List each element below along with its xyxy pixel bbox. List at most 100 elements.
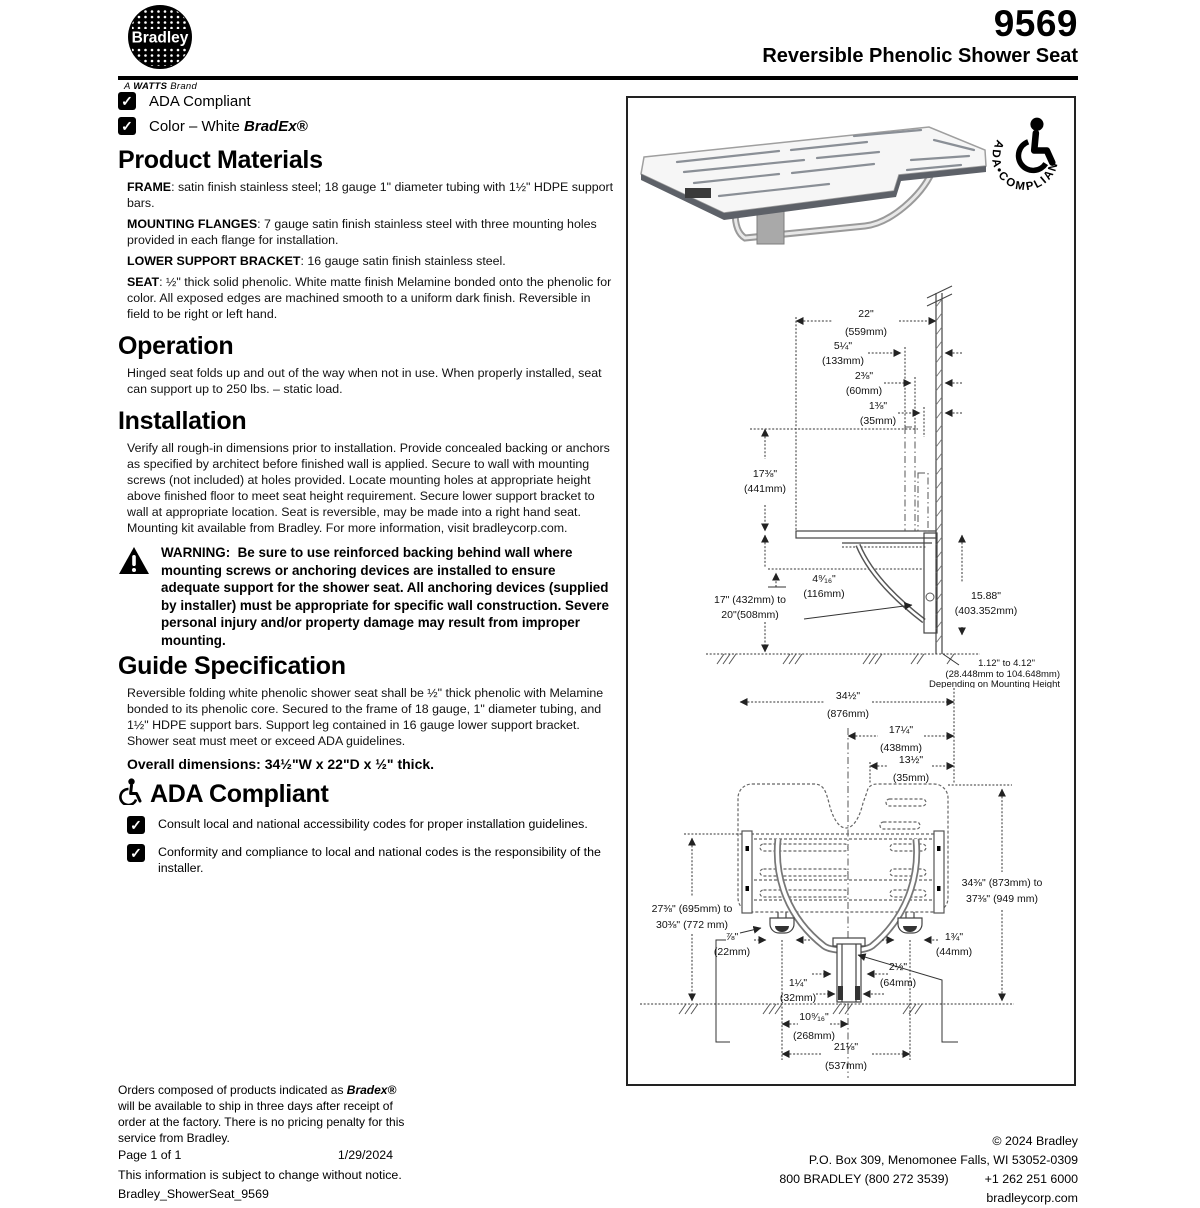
dim-underside-1: 27⅜" (695mm) to: [652, 903, 733, 915]
dim-bracket-inner-in: 1¼": [789, 977, 808, 989]
dim-foot2-mm: (44mm): [936, 946, 972, 958]
feature-color: ✓ Color – White BradEx®: [118, 117, 614, 136]
feature-color-label: Color – White BradEx®: [149, 118, 308, 135]
checkbox-checked-icon: ✓: [118, 117, 136, 135]
ada-compliant-badge: ADA•COMPLIANT: [980, 110, 1059, 193]
ada-item-2-text: Conformity and compliance to local and n…: [158, 845, 601, 875]
dim-5qtr-mm: (133mm): [822, 355, 864, 367]
logo-wordmark: Bradley: [132, 30, 189, 47]
dim-offset-in: 10⁹⁄₁₆": [799, 1011, 829, 1023]
note-depends: Depending on Mounting Height: [929, 679, 1060, 688]
bradex-brand: BradEx®: [244, 118, 308, 135]
ada-item-1-text: Consult local and national accessibility…: [158, 817, 588, 831]
footer-right: © 2024 Bradley P.O. Box 309, Menomonee F…: [700, 1132, 1078, 1208]
dim-underside-2: 30⅜" (772 mm): [656, 919, 728, 931]
feature-ada: ✓ ADA Compliant: [118, 92, 614, 111]
website-link[interactable]: bradleycorp.com: [986, 1191, 1078, 1205]
dim-2-38-in: 2⅜": [855, 370, 874, 382]
dim-bracket-inner-mm: (32mm): [780, 992, 816, 1004]
dim-5qtr-in: 5¼": [834, 340, 853, 352]
material-lower-support-bracket: LOWER SUPPORT BRACKET: 16 gauge satin fi…: [127, 254, 506, 268]
product-materials-body: FRAME: satin finish stainless steel; 18 …: [118, 179, 614, 322]
title-block: 9569 Reversible Phenolic Shower Seat: [578, 4, 1078, 68]
section-title-operation: Operation: [118, 332, 234, 360]
dim-width-mm: (876mm): [827, 708, 869, 720]
checkbox-checked-icon: ✓: [127, 816, 145, 834]
phone-intl: +1 262 251 6000: [984, 1172, 1078, 1186]
header-rule: [118, 76, 1078, 80]
dim-offset-mm: (268mm): [793, 1030, 835, 1042]
revision-date: 1/29/2024: [337, 1148, 393, 1162]
change-notice: This information is subject to change wi…: [118, 1167, 402, 1182]
ada-item-2: ✓ Conformity and compliance to local and…: [127, 844, 614, 876]
ada-compliant-heading: ADA Compliant: [118, 778, 614, 810]
dim-notch-mm: (35mm): [893, 772, 929, 784]
side-view-dimensions: 22" (559mm) 5¼" (133mm) 2⅜" (60mm) 1⅜" (…: [714, 308, 1060, 688]
dim-feet-span-in: 21⅛": [834, 1041, 858, 1053]
dim-bracket-w-in: 2½": [889, 961, 908, 973]
warning-block: WARNING: Be sure to use reinforced backi…: [118, 544, 614, 649]
note-range: 1.12" to 4.12": [978, 658, 1035, 669]
ada-item-1: ✓ Consult local and national accessibili…: [127, 816, 614, 834]
dim-foot-mm: (22mm): [714, 946, 750, 958]
installation-body: Verify all rough-in dimensions prior to …: [127, 441, 610, 535]
bradex-shipping-note: Orders composed of products indicated as…: [118, 1083, 405, 1145]
dim-depth-in: 22": [858, 308, 874, 320]
copyright: © 2024 Bradley: [992, 1134, 1078, 1148]
dim-4-916-mm: (116mm): [803, 588, 844, 600]
dim-notch-in: 13½": [899, 754, 923, 766]
shower-seat-photo: [640, 126, 987, 245]
guide-specification-body: Reversible folding white phenolic shower…: [127, 686, 604, 748]
dim-fold-height-in: 17⅜": [753, 468, 777, 480]
bradley-logo: Bradley A WATTS Brand: [124, 4, 197, 92]
left-column: ✓ ADA Compliant ✓ Color – White BradEx® …: [118, 86, 614, 882]
material-frame: FRAME: satin finish stainless steel; 18 …: [127, 180, 614, 210]
dim-half-width-mm: (438mm): [880, 742, 922, 754]
section-title-product-materials: Product Materials: [118, 146, 323, 174]
warning-text: WARNING: Be sure to use reinforced backi…: [161, 545, 609, 648]
bradley-logo-icon: Bradley: [128, 5, 192, 69]
dim-4-916-in: 4⁹⁄₁₆": [812, 573, 836, 585]
material-mounting-flanges: MOUNTING FLANGES: 7 gauge satin finish s…: [127, 217, 597, 247]
wheelchair-icon: [118, 778, 142, 810]
section-title-installation: Installation: [118, 407, 247, 435]
dim-1-38-in: 1⅜": [869, 400, 888, 412]
dim-1-38-mm: (35mm): [860, 415, 896, 427]
phone-tollfree: 800 BRADLEY (800 272 3539): [779, 1172, 949, 1186]
section-title-ada: ADA Compliant: [150, 779, 329, 808]
dim-foot-in: ⅞": [726, 931, 739, 943]
badge-wheelchair-icon: [1015, 117, 1056, 174]
dim-bracket-w-mm: (64mm): [880, 977, 916, 989]
dim-half-width-in: 17¼": [889, 724, 913, 736]
product-name: Reversible Phenolic Shower Seat: [762, 45, 1078, 67]
section-title-guide-specification: Guide Specification: [118, 652, 346, 680]
address: P.O. Box 309, Menomonee Falls, WI 53052-…: [808, 1153, 1078, 1167]
overall-dimensions: Overall dimensions: 34½"W x 22"D x ½" th…: [127, 756, 435, 772]
dim-feet-span-mm: (537mm): [825, 1060, 867, 1072]
model-number: 9569: [993, 3, 1078, 44]
dim-foot2-in: 1¾": [945, 931, 964, 943]
drawing-panel: ADA•COMPLIANT: [626, 96, 1076, 1086]
logo-tagline: A WATTS Brand: [124, 81, 198, 92]
footer-left: Page 1 of 1 1/29/2024 This information i…: [118, 1146, 418, 1205]
checkbox-checked-icon: ✓: [127, 844, 145, 862]
dim-depth-mm: (559mm): [845, 326, 887, 338]
dim-fold-height-mm: (441mm): [744, 483, 786, 495]
note-range-mm: (28.448mm to 104.648mm): [945, 669, 1060, 680]
dim-width-in: 34½": [836, 690, 860, 702]
dim-top-height-2: 37⅜" (949 mm): [966, 893, 1038, 905]
dim-bracket-mm: (403.352mm): [955, 605, 1017, 617]
front-view-dimensions: 34½" (876mm) 17¼" (438mm) 13½" (35mm) 27…: [652, 690, 1043, 1072]
side-view-structure: [706, 285, 980, 665]
material-seat: SEAT: ½" thick solid phenolic. White mat…: [127, 275, 612, 321]
product-photo: [640, 126, 987, 245]
side-view-drawing: 22" (559mm) 5¼" (133mm) 2⅜" (60mm) 1⅜" (…: [706, 285, 1060, 688]
dim-top-height-1: 34⅜" (873mm) to: [962, 877, 1043, 889]
dim-bracket-in: 15.88": [971, 590, 1001, 602]
page-number: Page 1 of 1: [118, 1148, 182, 1162]
front-view-structure: [640, 688, 1014, 1078]
dim-seat-height-2: 20"(508mm): [721, 609, 778, 621]
warning-triangle-icon: [118, 544, 150, 649]
document-id: Bradley_ShowerSeat_9569: [118, 1187, 269, 1201]
